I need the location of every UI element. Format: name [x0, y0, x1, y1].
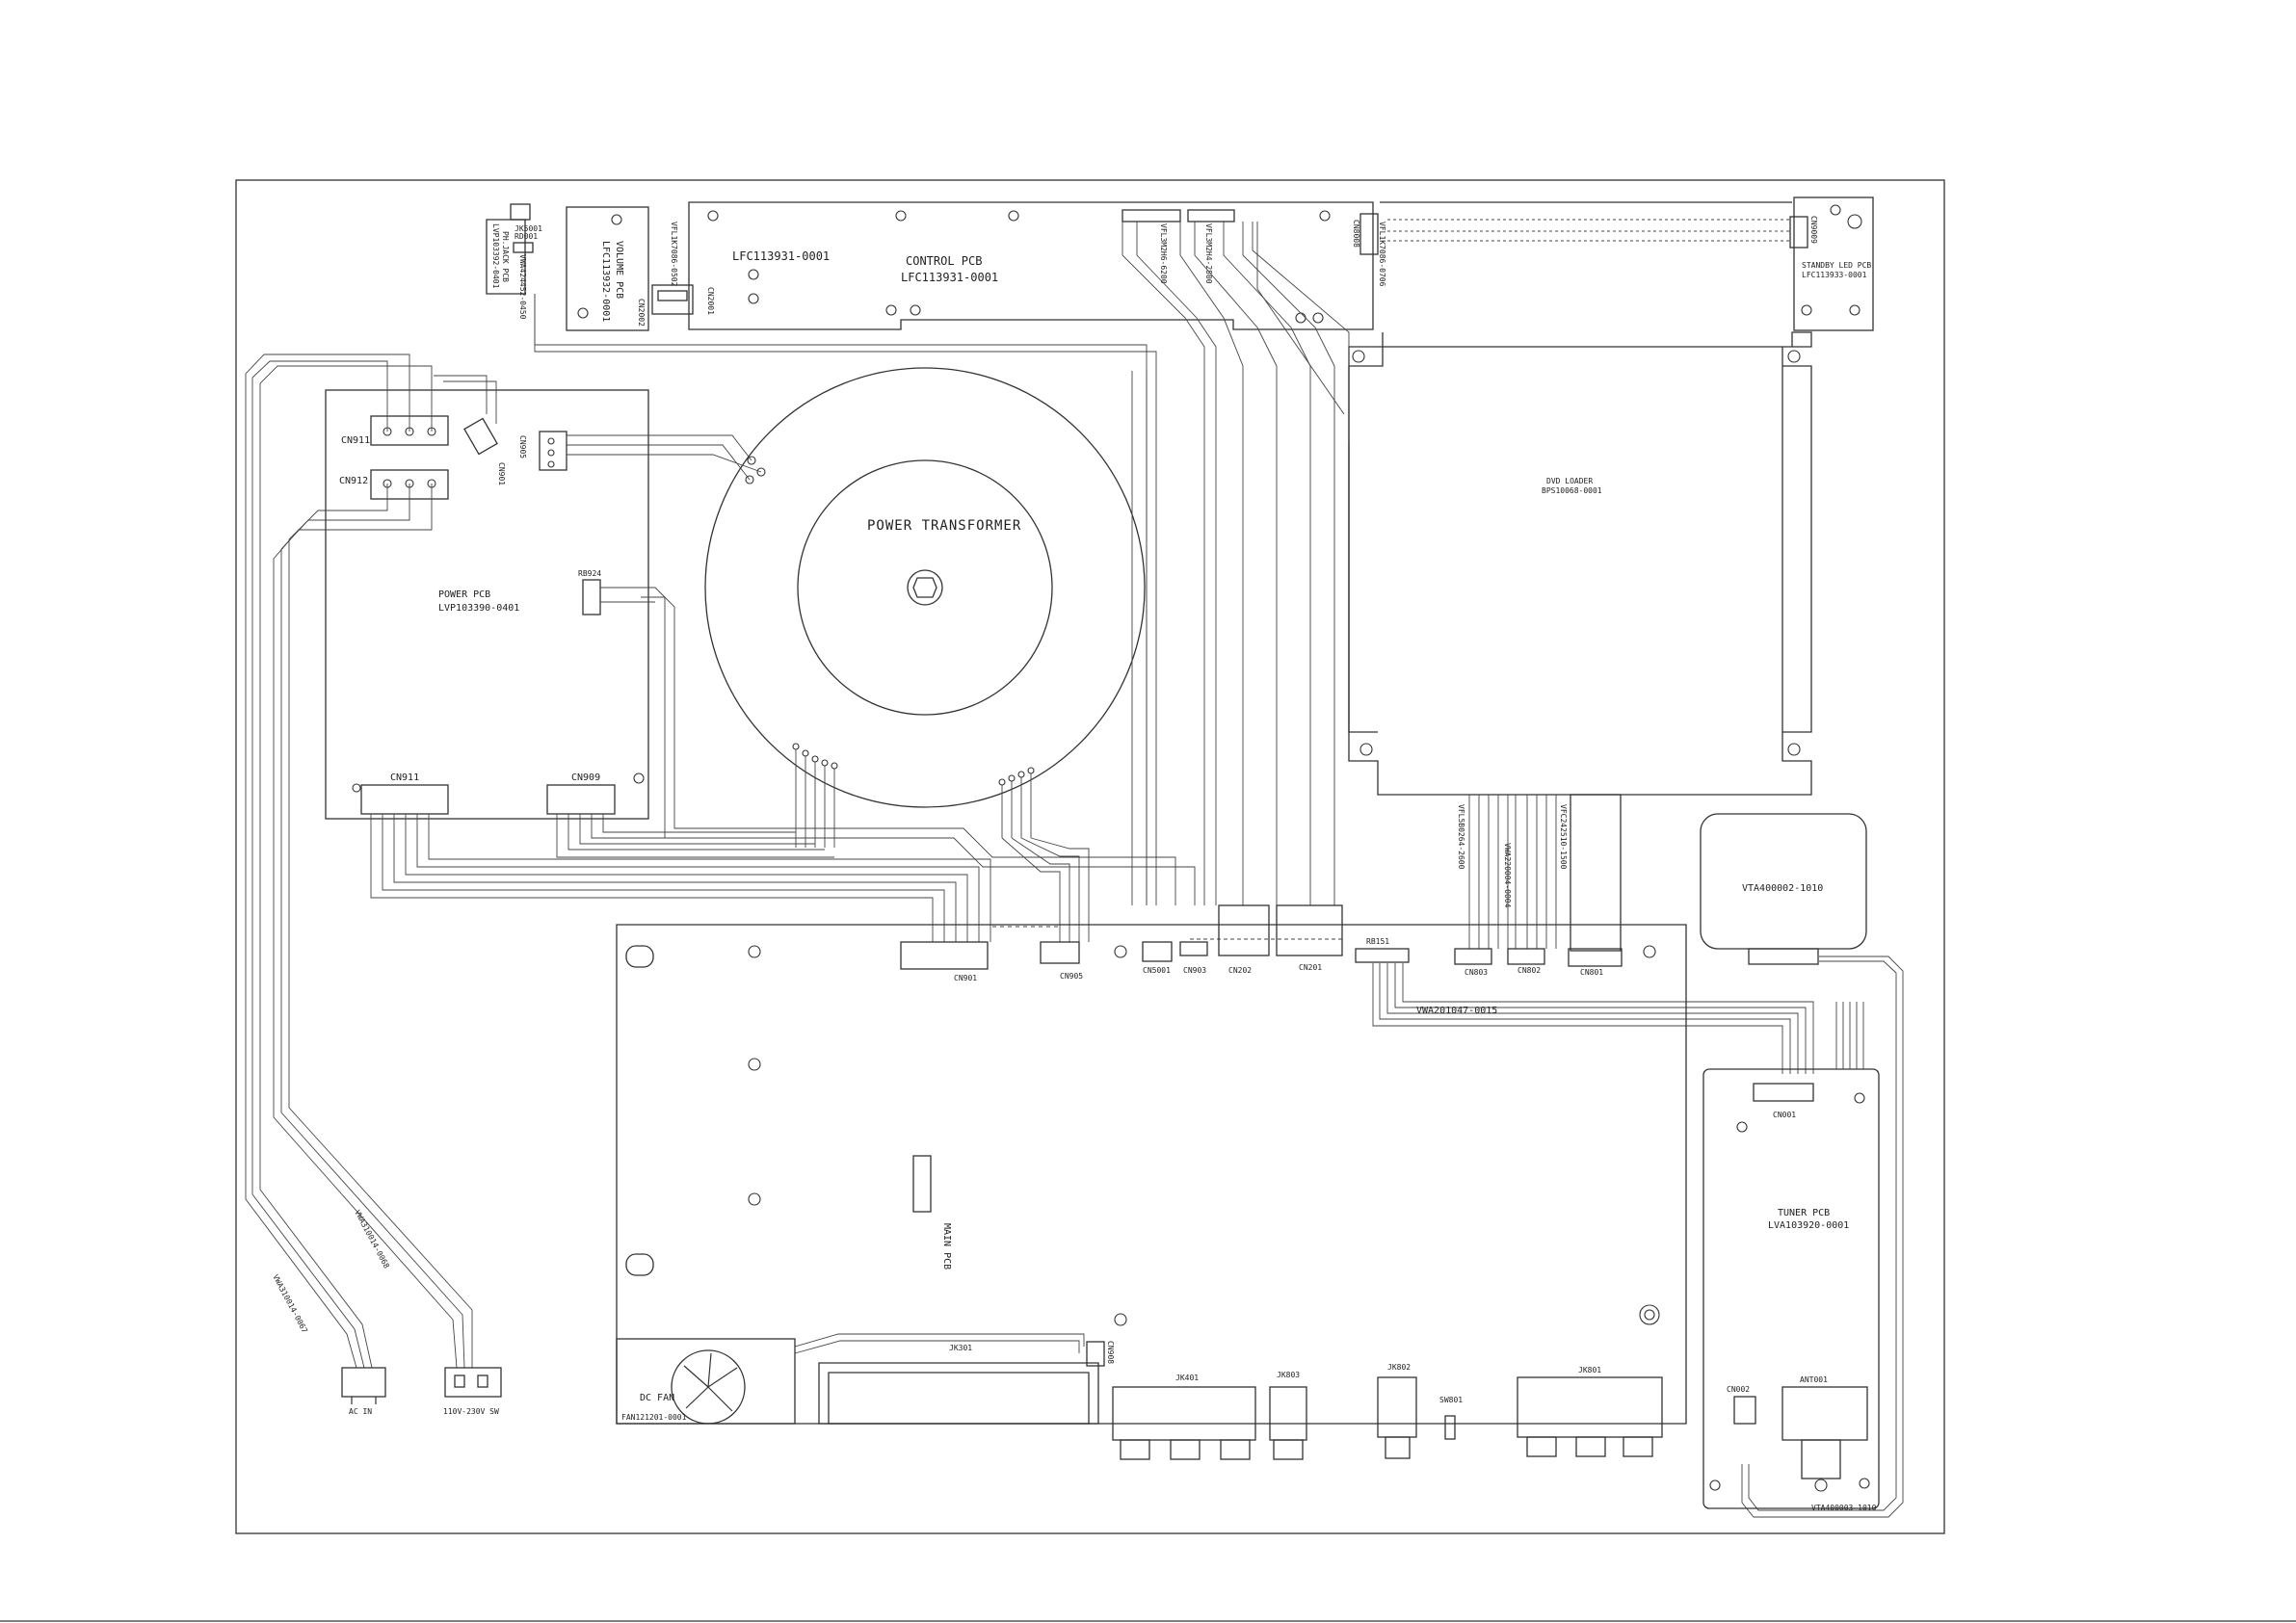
cn2002-label: CN2002	[637, 299, 646, 327]
wire-vfl-6200-label: VFL3M2H6-6200	[1159, 223, 1168, 284]
cn201-label: CN201	[1299, 963, 1322, 972]
voltage-switch: 110V-230V SW	[443, 1367, 502, 1416]
vta400002-label: VTA400002-1010	[1742, 883, 1823, 894]
cn802-label: CN802	[1517, 966, 1541, 975]
standby-led-pcb: CN9009 STANDBY LED PCB LFC113933-0001	[1789, 196, 1874, 331]
rd001-label: RD001	[515, 232, 538, 241]
antenna-loop-box: VTA400002-1010	[1700, 813, 1867, 965]
cn905-label: CN905	[1060, 972, 1083, 981]
cn8008-label: CN8008	[1352, 220, 1360, 248]
jk801-label: JK801	[1578, 1366, 1601, 1374]
cn901-label: CN901	[954, 974, 977, 982]
jk301-label: JK301	[949, 1344, 972, 1352]
cn912-label: CN912	[339, 476, 368, 486]
dvd-loader: DVD LOADER BPS10068-0001	[1348, 331, 1812, 796]
control-pcb-number-left: LFC113931-0001	[732, 249, 830, 263]
jk802-label: JK802	[1387, 1363, 1411, 1372]
cn903-label: CN903	[1183, 966, 1206, 975]
wire-vfc-1500-label: VFC242510-1500	[1559, 804, 1568, 870]
wire-vwa-0004-label: VWA220004-0004	[1503, 843, 1512, 908]
control-pcb-label: CONTROL PCB	[906, 254, 982, 268]
ant001-label: ANT001	[1800, 1375, 1828, 1384]
standby-led-number: LFC113933-0001	[1802, 271, 1867, 279]
dc-fan-label: DC FAN	[640, 1393, 674, 1403]
power-pcb-number: LVP103390-0401	[438, 603, 519, 614]
lvp-number-label: LVP103392-0401	[491, 223, 500, 289]
wire-vfl-2600-label: VFL5B0264-2600	[1457, 804, 1465, 870]
volume-pcb-label: VOLUME PCB	[614, 241, 624, 299]
rb151-label: RB151	[1366, 937, 1389, 946]
volume-pcb-number: LFC113932-0001	[600, 241, 611, 322]
cn908-label: CN908	[1106, 1341, 1115, 1364]
wire-harnesses: VFL5B0264-2600 VWA220004-0004 VFC242510-…	[245, 222, 1904, 1518]
wire-vwa-0067-label: VWA310014-0067	[271, 1273, 309, 1335]
wire-vwa-0068-label: VWA310014-0068	[353, 1209, 391, 1270]
phjack-pcb: PH.JACK PCB LVP103392-0401 JK5001 RD001 …	[486, 203, 542, 320]
main-pcb: MAIN PCB CN901 CN905 CN5001 CN903 CN202 …	[616, 904, 1687, 1460]
cn905-top-label: CN905	[518, 435, 527, 458]
main-pcb-label: MAIN PCB	[941, 1223, 952, 1270]
power-transformer-label: POWER TRANSFORMER	[867, 518, 1021, 534]
cn801-label: CN801	[1580, 968, 1603, 977]
vta400003-label: VTA400003-1010	[1811, 1504, 1877, 1512]
tuner-pcb-number: LVA103920-0001	[1768, 1220, 1849, 1231]
cn5001-label: CN5001	[1143, 966, 1171, 975]
cn803-label: CN803	[1465, 968, 1488, 977]
cn911-bottom-label: CN911	[390, 772, 419, 783]
dvd-loader-number: BPS10068-0001	[1542, 486, 1602, 495]
wire-vwa-0450-label: VWA424452-0450	[518, 254, 527, 320]
voltage-sw-label: 110V-230V SW	[443, 1407, 499, 1416]
chassis-frame	[235, 179, 1945, 1534]
control-pcb-number: LFC113931-0001	[901, 271, 998, 284]
control-pcb: LFC113931-0001 CONTROL PCB LFC113931-000…	[688, 201, 1386, 330]
ac-in-label: AC IN	[349, 1407, 372, 1416]
cn9009-label: CN9009	[1809, 216, 1818, 244]
jk401-label: JK401	[1175, 1374, 1199, 1382]
power-pcb: CN911 CN912 CN901 CN905 RB924 POWER PCB …	[325, 389, 649, 820]
dvd-loader-label: DVD LOADER	[1546, 477, 1593, 485]
cn002-label: CN002	[1727, 1385, 1750, 1394]
tuner-pcb-label: TUNER PCB	[1778, 1208, 1830, 1218]
wire-vfl-right-label: VFL1K7086-0706	[1378, 222, 1386, 287]
phjack-pcb-label: PH.JACK PCB	[501, 231, 510, 282]
standby-led-label: STANDBY LED PCB	[1802, 261, 1871, 270]
rb924-label: RB924	[578, 569, 601, 578]
volume-pcb: VOLUME PCB LFC113932-0001 CN2001 CN2002 …	[566, 206, 715, 331]
sw801-label: SW801	[1439, 1396, 1463, 1404]
jk5001-label: JK5001	[515, 224, 542, 233]
dc-fan-number: FAN121201-0001	[621, 1413, 687, 1422]
ac-inlet: AC IN	[341, 1367, 386, 1416]
power-pcb-label: POWER PCB	[438, 589, 490, 600]
wire-vwa-0015-label: VWA201047-0015	[1416, 1006, 1497, 1016]
cn2001-label: CN2001	[706, 287, 715, 315]
cn202-label: CN202	[1228, 966, 1252, 975]
cn909-label: CN909	[571, 772, 600, 783]
cn911-top-label: CN911	[341, 435, 370, 446]
wire-vfl-0502-label: VFL1K7086-0502	[670, 222, 678, 287]
wire-vfl-2800-label: VFL3M2H4-2800	[1204, 223, 1213, 284]
tuner-pcb: CN001 TUNER PCB LVA103920-0001 CN002 ANT…	[1702, 1002, 1880, 1512]
cn001-label: CN001	[1773, 1111, 1796, 1119]
cn901-top-label: CN901	[497, 462, 506, 485]
power-transformer: POWER TRANSFORMER	[704, 367, 1146, 848]
jk803-label: JK803	[1277, 1371, 1300, 1379]
